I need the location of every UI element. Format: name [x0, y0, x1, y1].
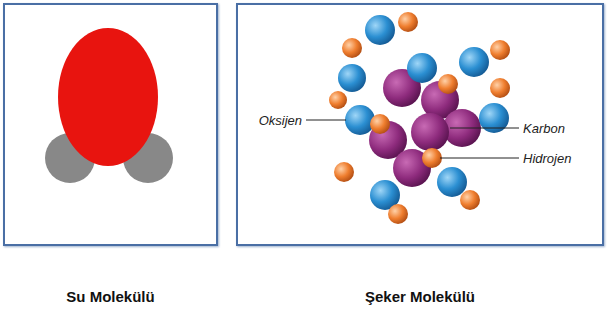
panel-caption: Şeker Molekülü — [238, 288, 602, 305]
oxygen-atom — [58, 28, 158, 166]
hydrogen-atom — [438, 74, 458, 94]
part-label: Karbon — [523, 121, 565, 136]
hydrogen-atom — [490, 78, 510, 98]
hydrogen-atom — [370, 114, 390, 134]
hydrogen-atom — [422, 148, 442, 168]
carbon-atom — [411, 113, 449, 151]
hydrogen-atom — [460, 190, 480, 210]
molecule-panel: Su Molekülü — [3, 3, 218, 246]
leader-line — [306, 120, 346, 121]
oxygen-atom — [407, 53, 437, 83]
oxygen-atom — [345, 105, 375, 135]
leader-line — [450, 128, 519, 129]
water-molecule — [45, 28, 173, 183]
hydrogen-atom — [490, 40, 510, 60]
leader-lines — [306, 120, 519, 158]
oxygen-atom — [437, 167, 467, 197]
hydrogen-atom — [398, 12, 418, 32]
sugar-molecule — [329, 12, 510, 224]
oxygen-atom — [459, 47, 489, 77]
oxygen-atom — [365, 15, 395, 45]
leader-line — [440, 158, 519, 159]
hydrogen-atom — [334, 162, 354, 182]
part-label: Hidrojen — [523, 151, 571, 166]
oxygen-atom — [338, 64, 366, 92]
hydrogen-atom — [388, 204, 408, 224]
panel-caption: Su Molekülü — [5, 288, 216, 305]
hydrogen-atom — [329, 91, 347, 109]
part-label: Oksijen — [259, 113, 302, 128]
hydrogen-atom — [342, 38, 362, 58]
